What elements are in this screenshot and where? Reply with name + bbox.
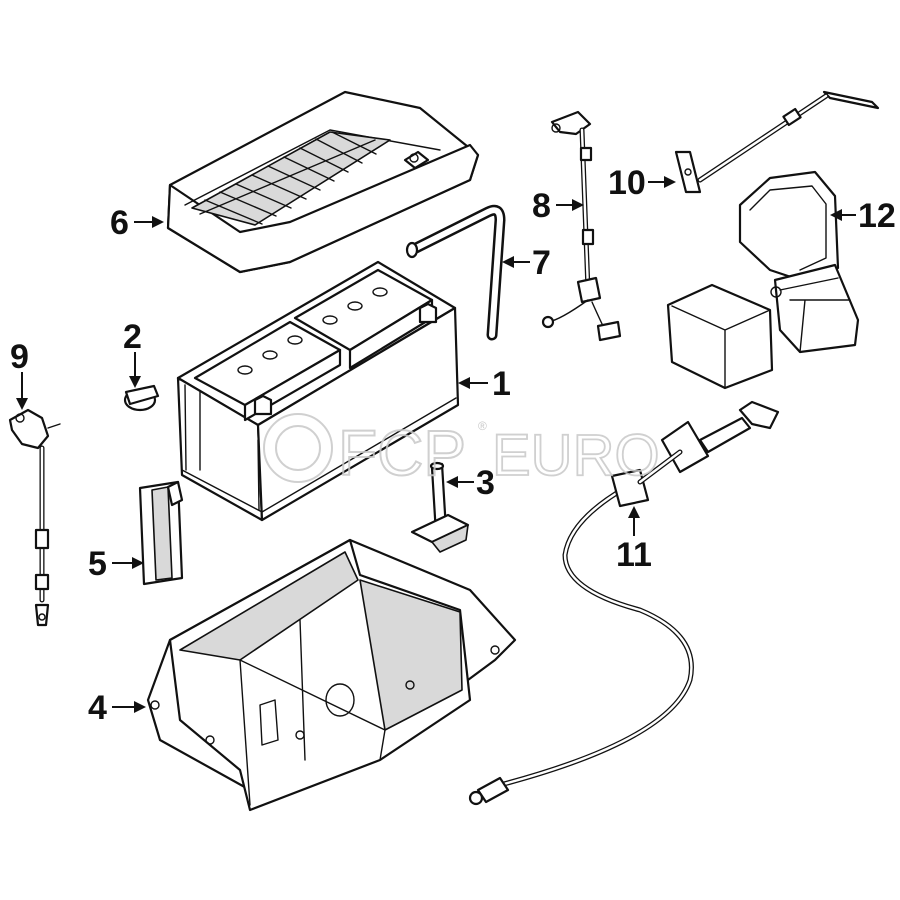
battery-cover-part-6[interactable] [166,90,480,274]
callout-11: 11 [616,506,652,574]
fcp-euro-watermark: FCP ® EURO [263,413,660,490]
sensor-cable-part-8[interactable] [541,110,622,342]
callout-2: 2 [123,318,142,388]
sensor-cable-part-9[interactable] [8,408,61,627]
callout-label-7: 7 [532,244,551,282]
hold-down-stud-part-3[interactable] [410,461,470,553]
plug-part-2[interactable] [123,384,160,412]
callout-3: 3 [446,464,495,502]
callout-label-1: 1 [492,365,511,403]
callout-1: 1 [458,365,511,403]
watermark-logo-ring-icon [263,413,333,483]
callout-label-5: 5 [88,545,107,583]
callout-4: 4 [88,689,146,727]
callout-label-12: 12 [858,197,896,235]
callout-9: 9 [10,338,29,410]
fuse-box-part-12[interactable] [666,170,860,390]
watermark-registered: ® [478,419,487,433]
callout-label-8: 8 [532,187,551,225]
callout-label-11: 11 [616,536,652,574]
watermark-brand-suffix: EURO [492,423,660,488]
callout-12: 12 [830,197,896,235]
battery-tray-part-4[interactable] [146,538,517,812]
callout-label-10: 10 [608,164,646,202]
callout-6: 6 [110,204,164,242]
callout-label-2: 2 [123,318,142,356]
battery-cable-part-11[interactable] [468,400,780,806]
callout-label-9: 9 [10,338,29,376]
watermark-brand: FCP [338,417,466,489]
callout-8: 8 [532,187,584,225]
vent-hose-part-7[interactable] [405,204,506,341]
bracket-part-5[interactable] [138,480,184,586]
callout-5: 5 [88,545,144,583]
callout-7: 7 [502,244,551,282]
callout-label-4: 4 [88,689,107,727]
callout-label-6: 6 [110,204,129,242]
ground-strap-part-10[interactable] [674,90,880,194]
callout-label-3: 3 [476,464,495,502]
callout-10: 10 [608,164,676,202]
